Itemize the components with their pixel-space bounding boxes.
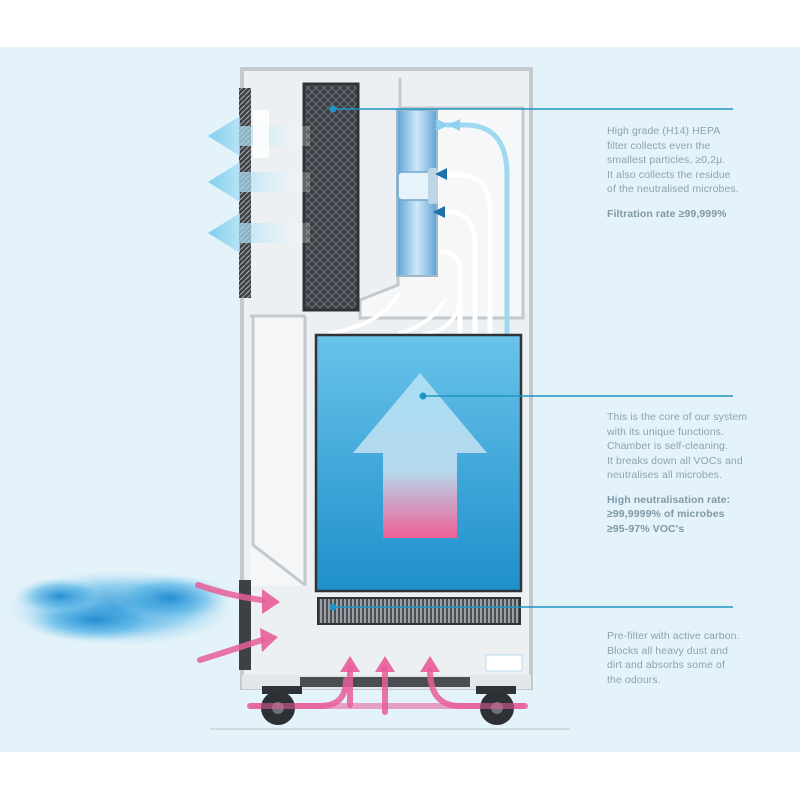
callout-core-rate: High neutralisation rate: ≥99,9999% of m…	[607, 493, 731, 535]
clean-air-outflow-arrows	[208, 110, 310, 253]
callout-core-chamber: This is the core of our system with its …	[607, 410, 787, 536]
up-arrow-icon	[353, 373, 487, 538]
callout-core-text: This is the core of our system with its …	[607, 411, 748, 481]
callout-prefilter-text: Pre-filter with active carbon. Blocks al…	[607, 630, 740, 686]
callout-leader-lines	[333, 108, 733, 608]
outflow-arrow-icon	[208, 162, 310, 202]
callout-dots	[329, 105, 427, 611]
intake-grille	[239, 580, 251, 670]
intake-arrowheads	[260, 589, 440, 672]
callout-hepa-rate: Filtration rate ≥99,999%	[607, 207, 727, 220]
callout-hepa-filter: High grade (H14) HEPA filter collects ev…	[607, 124, 787, 221]
outflow-arrow-icon	[208, 213, 310, 253]
caster-wheels	[250, 686, 525, 725]
airflow-duct-lines	[328, 119, 510, 337]
neutralisation-chamber	[314, 333, 523, 593]
callout-hepa-text: High grade (H14) HEPA filter collects ev…	[607, 125, 739, 195]
dust-cloud-illustration	[5, 570, 235, 646]
outlet-grille	[239, 88, 251, 298]
pre-filter	[317, 597, 521, 625]
fan-unit	[396, 109, 438, 277]
fan-inlet-arrowheads	[433, 119, 460, 218]
hepa-filter	[302, 82, 360, 312]
callout-pre-filter: Pre-filter with active carbon. Blocks al…	[607, 629, 787, 687]
